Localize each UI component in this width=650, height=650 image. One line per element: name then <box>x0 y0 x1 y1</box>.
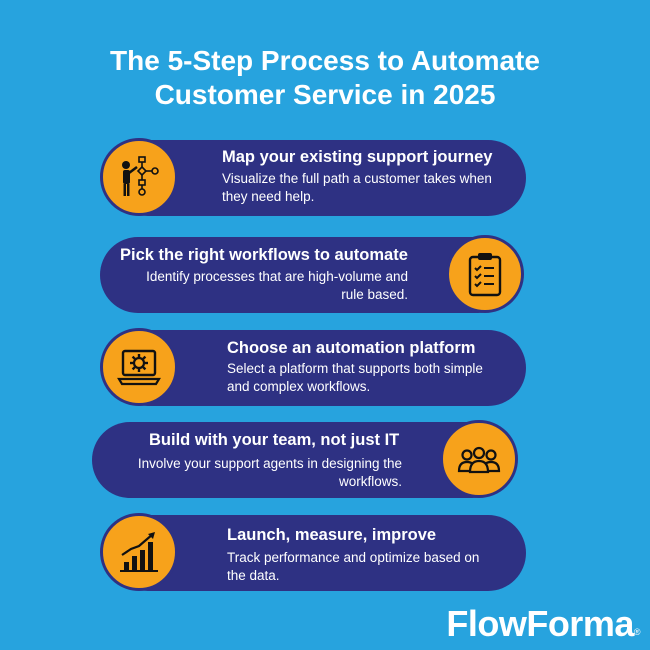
flowforma-logo: FlowForma® <box>446 602 640 646</box>
person-flowchart-icon <box>122 156 159 196</box>
step-4-icon-circle <box>440 420 518 498</box>
clipboard-checklist-icon <box>468 253 502 297</box>
step-2-title: Pick the right workflows to automate <box>120 246 408 264</box>
step-5-pill <box>110 515 526 591</box>
step-3-description: Select a platform that supports both sim… <box>227 360 483 396</box>
step-4-desc-line-1: Involve your support agents in designing… <box>137 456 402 471</box>
title-line-1: The 5-Step Process to Automate <box>110 45 540 76</box>
step-3-pill <box>110 330 526 406</box>
step-5-icon-circle <box>100 513 178 591</box>
team-icon <box>457 446 501 474</box>
step-3-title: Choose an automation platform <box>227 339 476 357</box>
step-3-icon-circle <box>100 328 178 406</box>
step-2-desc-line-2: rule based. <box>341 287 408 302</box>
growth-chart-icon <box>120 532 158 572</box>
step-1-pill <box>110 140 526 216</box>
step-4-desc-line-2: workflows. <box>338 474 402 489</box>
step-2-icon-circle <box>446 235 524 313</box>
step-5-desc-line-1: Track performance and optimize based on <box>227 550 480 565</box>
title-line-2: Customer Service in 2025 <box>154 79 496 110</box>
step-1-desc-line-2: they need help. <box>222 189 315 204</box>
step-1-description: Visualize the full path a customer takes… <box>222 170 492 206</box>
page-title: The 5-Step Process to Automate Customer … <box>0 44 650 112</box>
step-4-description: Involve your support agents in designing… <box>102 455 402 491</box>
step-1-desc-line-1: Visualize the full path a customer takes… <box>222 171 492 186</box>
step-3-desc-line-1: Select a platform that supports both sim… <box>227 361 483 376</box>
step-4-title: Build with your team, not just IT <box>149 431 400 449</box>
step-5-description: Track performance and optimize based on … <box>227 549 479 585</box>
step-3-desc-line-2: and complex workflows. <box>227 379 371 394</box>
laptop-gear-icon <box>117 349 161 386</box>
registered-mark: ® <box>633 627 641 637</box>
step-5-title: Launch, measure, improve <box>227 526 437 544</box>
step-1-icon-circle <box>100 138 178 216</box>
step-2-desc-line-1: Identify processes that are high-volume … <box>146 269 408 284</box>
step-1-title: Map your existing support journey <box>222 148 493 166</box>
step-2-description: Identify processes that are high-volume … <box>110 268 408 304</box>
step-5-desc-line-2: the data. <box>227 568 280 583</box>
logo-text: FlowForma <box>446 603 634 644</box>
